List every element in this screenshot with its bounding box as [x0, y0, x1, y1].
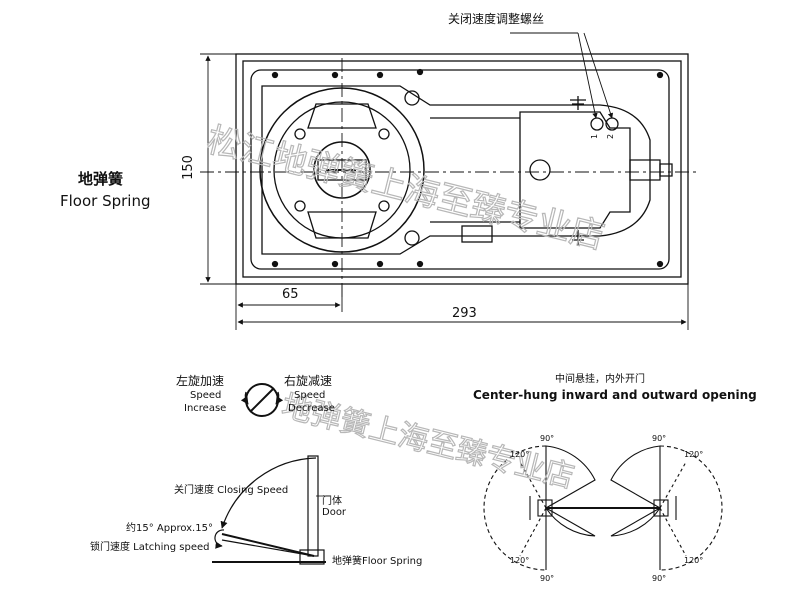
angle-label-upper-right: 120°	[684, 450, 704, 459]
angle-label-top-right: 90°	[652, 434, 667, 443]
top-view-drawing	[200, 53, 700, 300]
product-name-en: Floor Spring	[60, 192, 151, 210]
door-label-cn: 门体	[322, 496, 342, 507]
speed-decrease-line2: Decrease	[288, 403, 335, 414]
dimension-length: 293	[452, 306, 477, 321]
screw-label: 关闭速度调整螺丝	[448, 12, 545, 26]
center-hung-cn: 中间悬挂，内外开门	[555, 374, 645, 385]
speed-increase-line2: Increase	[184, 403, 227, 414]
center-hung-en: Center-hung inward and outward opening	[473, 388, 757, 402]
angle-label-bottom-right: 90°	[652, 574, 667, 583]
right-rotate-label: 右旋减速	[284, 374, 333, 388]
angle-label-lower-left: 120°	[510, 556, 530, 565]
approx-angle-label: 约15° Approx.15°	[126, 523, 213, 534]
opening-arc-diagram	[483, 445, 723, 571]
dimension-offset: 65	[282, 287, 299, 302]
dimension-height: 150	[180, 155, 196, 180]
left-rotate-label: 左旋加速	[176, 374, 225, 388]
speed-decrease-line1: Speed	[294, 390, 326, 401]
screw-number-1: 1	[590, 133, 600, 140]
speed-screw-icon	[240, 383, 284, 417]
angle-label-upper-left: 120°	[510, 450, 530, 459]
product-name-cn: 地弹簧	[78, 170, 124, 188]
angle-label-lower-right: 120°	[684, 556, 704, 565]
closing-speed-label: 关门速度 Closing Speed	[174, 485, 289, 496]
door-label-en: Door	[322, 507, 347, 518]
latching-speed-label: 锁门速度 Latching speed	[90, 542, 210, 553]
angle-label-bottom-left: 90°	[540, 574, 555, 583]
angle-label-top-left: 90°	[540, 434, 555, 443]
dimension-lines	[200, 32, 689, 330]
floor-spring-callout: 地弹簧Floor Spring	[332, 556, 423, 567]
screw-number-2: 2	[606, 133, 616, 140]
speed-increase-line1: Speed	[190, 390, 222, 401]
door-side-view	[212, 455, 330, 565]
